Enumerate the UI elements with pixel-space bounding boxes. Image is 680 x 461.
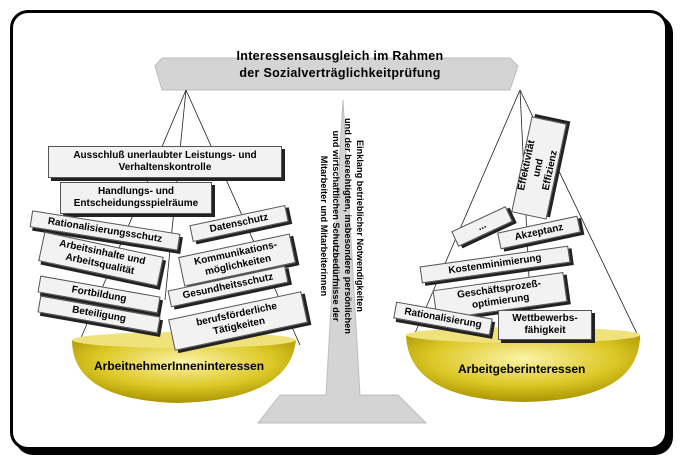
center-text: Einklang betrieblicher Notwendigkeiten u… <box>319 118 365 334</box>
item-wettbewerbsfaehigkeit: Wettbewerbs-fähigkeit <box>498 310 592 340</box>
diagram-title: Interessensausgleich im Rahmen der Sozia… <box>236 49 444 80</box>
left-pan-label: ArbeitnehmerInneninteressen <box>94 359 265 373</box>
left-pan <box>72 340 296 403</box>
right-pan <box>406 335 640 402</box>
scale-beam <box>154 57 519 91</box>
right-pan-label: Arbeitgeberinteressen <box>458 362 586 376</box>
scale-pole <box>256 99 428 424</box>
